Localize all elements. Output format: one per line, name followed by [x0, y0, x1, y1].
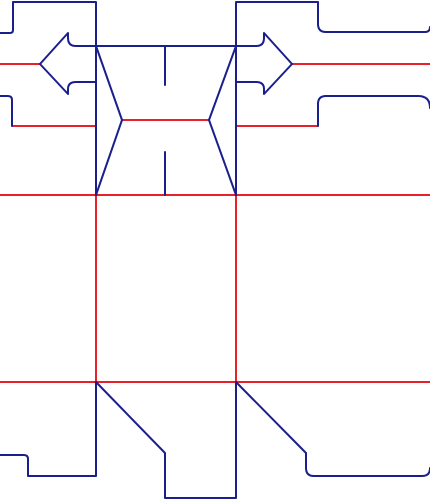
cut-line-center-trapezoid-left	[95, 45, 123, 196]
cut-line-left-mid-flap	[0, 95, 13, 127]
cut-line-bottom-center-flap	[95, 381, 237, 499]
cut-line-right-mid-flap	[317, 95, 430, 127]
cut-line-bottom-right-flap	[235, 381, 430, 477]
cut-line-top-left-flap	[0, 1, 97, 196]
cut-line-bottom-left-tab	[0, 381, 97, 477]
fold-lines	[0, 63, 430, 383]
cut-line-right-arrow-tab	[235, 32, 293, 95]
cut-line-right-panel-edge	[235, 1, 430, 196]
cut-line-left-arrow-tab	[39, 32, 97, 95]
